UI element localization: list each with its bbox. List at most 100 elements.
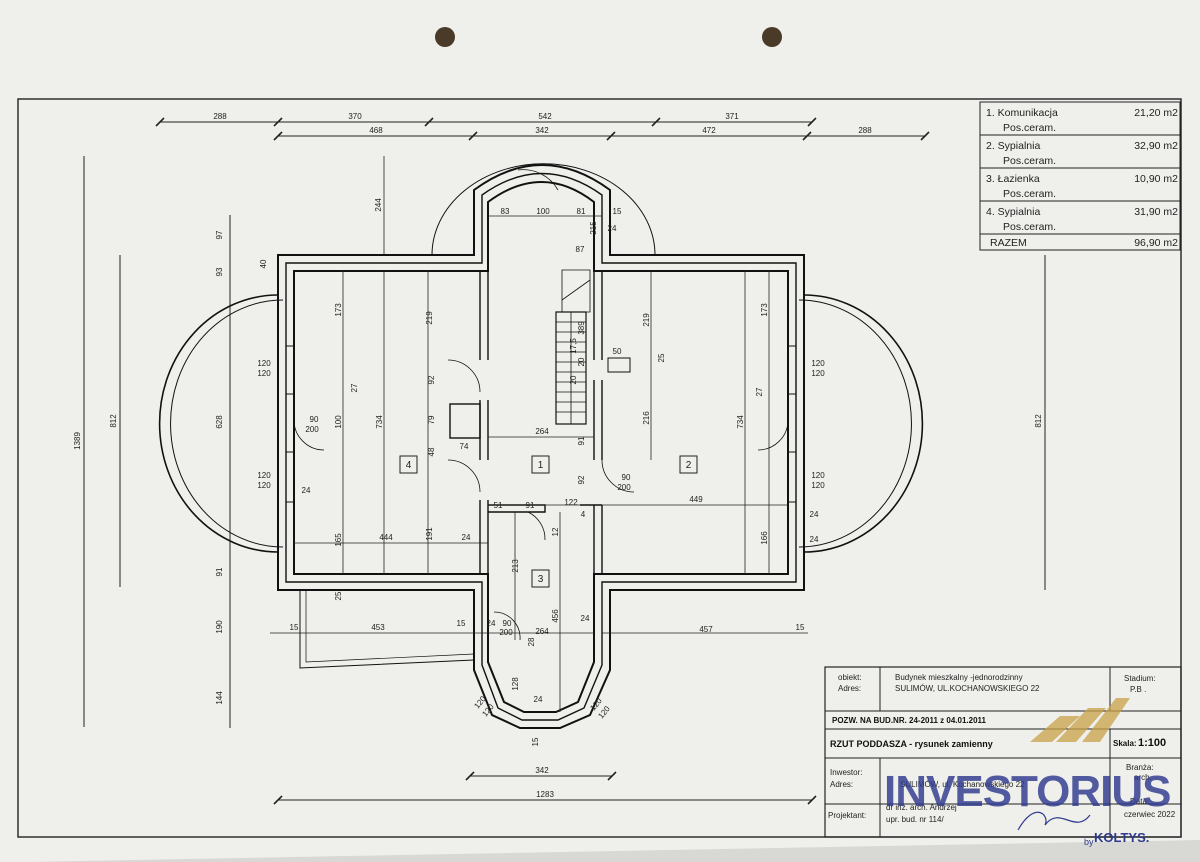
dim-label: 12	[551, 527, 560, 536]
dim-label: 20	[569, 375, 578, 384]
legend-row-finish: Pos.ceram.	[1003, 221, 1056, 233]
dim-label: 288	[858, 126, 872, 135]
dim-label: 128	[511, 677, 520, 691]
dim-label: 24	[487, 619, 496, 628]
dim-label: 812	[109, 414, 118, 428]
dim-label: 216	[642, 411, 651, 425]
dim-label: 15	[290, 623, 299, 632]
building-plan	[158, 163, 924, 729]
dim-label: 92	[577, 475, 586, 484]
dim-label: 457	[699, 625, 713, 634]
dim-label: 24	[608, 224, 617, 233]
dim-label: 456	[551, 609, 560, 623]
dim-label: 27	[755, 387, 764, 396]
tb-inwestor-value: SULIMÓW, ul. Kochanowskiego 22	[900, 780, 1025, 789]
dim-label: 28	[527, 637, 536, 646]
dim-label: 27	[350, 383, 359, 392]
tb-stadium-label: Stadium:	[1124, 674, 1156, 683]
dim-label: 15	[457, 619, 466, 628]
dim-label: 628	[215, 415, 224, 429]
dim-label: 200	[305, 425, 319, 434]
legend-row-finish: Pos.ceram.	[1003, 188, 1056, 200]
tb-obiekt-value: Budynek mieszkalny -jednorodzinny	[895, 673, 1023, 682]
dim-label: 542	[538, 112, 552, 121]
dim-label: 24	[810, 535, 819, 544]
legend-row-finish: Pos.ceram.	[1003, 122, 1056, 134]
tb-projektant-line2: upr. bud. nr 114/	[886, 815, 944, 824]
tb-obiekt-label: obiekt:	[838, 673, 862, 682]
signature	[1017, 811, 1091, 831]
dim-label: 15	[613, 207, 622, 216]
legend-row-name: 4. Sypialnia	[986, 206, 1040, 218]
room-label-4: 4	[406, 460, 412, 471]
dim-label: 190	[215, 620, 224, 634]
legend-row-area: 32,90 m2	[1134, 140, 1178, 152]
tb-projektant-line1: dr inż. arch. Andrzej	[886, 803, 957, 812]
investorius-logo: INVESTORIUS by KOLTYS.	[884, 698, 1171, 847]
dim-label: 342	[535, 126, 549, 135]
dim-label: 92	[427, 375, 436, 384]
legend-row-area: 31,90 m2	[1134, 206, 1178, 218]
dim-label: 24	[462, 533, 471, 542]
dim-label: 4	[581, 510, 586, 519]
dim-label: 200	[617, 483, 631, 492]
tb-skala-value: 1:100	[1138, 737, 1166, 749]
dim-label: 74	[460, 442, 469, 451]
legend-row-name: 2. Sypialnia	[986, 140, 1040, 152]
tb-data-value: czerwiec 2022	[1124, 810, 1176, 819]
dim-label: 120	[257, 471, 271, 480]
dim-label: 734	[375, 415, 384, 429]
dim-label: 472	[702, 126, 716, 135]
dim-label: 83	[501, 207, 510, 216]
dim-label: 120	[257, 369, 271, 378]
tb-adres2-label: Adres:	[830, 780, 853, 789]
dim-label: 91	[526, 501, 535, 510]
legend-row-area: 10,90 m2	[1134, 173, 1178, 185]
tb-adres-value: SULIMÓW, UL.KOCHANOWSKIEGO 22	[895, 684, 1040, 693]
dim-label: 100	[334, 415, 343, 429]
dim-label: 173	[760, 303, 769, 317]
dim-label: 288	[213, 112, 227, 121]
area-legend-table: 1. Komunikacja 21,20 m2 Pos.ceram. 2. Sy…	[979, 101, 1181, 251]
dim-label: 734	[736, 415, 745, 429]
title-block: obiekt: Budynek mieszkalny -jednorodzinn…	[824, 666, 1182, 838]
tb-permit: POZW. NA BUD.NR. 24-2011 z 04.01.2011	[832, 716, 987, 725]
dim-label: 244	[374, 198, 383, 212]
tb-branza-label: Branża:	[1126, 763, 1154, 772]
logo-wordmark: INVESTORIUS	[884, 767, 1170, 816]
dim-label: 449	[689, 495, 703, 504]
dim-label: 48	[427, 447, 436, 456]
tb-inwestor-label: Inwestor:	[830, 768, 862, 777]
tb-data-label: Data:	[1130, 797, 1149, 806]
dim-label: 81	[577, 207, 586, 216]
outer-dimensions	[83, 117, 1046, 805]
dim-label: 219	[425, 311, 434, 325]
dim-label: 24	[302, 486, 311, 495]
room-label-3: 3	[538, 574, 544, 585]
dim-label: 25	[657, 353, 666, 362]
dim-label: 120	[811, 359, 825, 368]
dim-label: 120	[257, 481, 271, 490]
dim-label: 90	[622, 473, 631, 482]
inner-dimension-labels: 244 83 100 81 15 215 24 87 40 173 219 38…	[257, 198, 825, 747]
legend-total-label: RAZEM	[990, 237, 1027, 249]
inner-dimension-lines	[270, 156, 808, 712]
dim-label: 371	[725, 112, 739, 121]
dim-label: 97	[215, 230, 224, 239]
dim-label: 166	[760, 531, 769, 545]
legend-row-finish: Pos.ceram.	[1003, 155, 1056, 167]
dim-label: 51	[494, 501, 503, 510]
dim-label: 90	[503, 619, 512, 628]
legend-row-name: 1. Komunikacja	[986, 107, 1058, 119]
dim-label: 91	[215, 567, 224, 576]
dim-label: 15	[796, 623, 805, 632]
dim-label: 120	[811, 471, 825, 480]
dim-label: 453	[371, 623, 385, 632]
dim-label: 120	[811, 369, 825, 378]
dim-label: 15	[531, 737, 540, 746]
dim-label: 144	[215, 691, 224, 705]
outer-dimension-labels: 288 370 542 371 468 342 472 288 1389 812…	[73, 112, 1043, 799]
dim-label: 93	[215, 267, 224, 276]
tb-branza-value: arch.	[1134, 773, 1152, 782]
